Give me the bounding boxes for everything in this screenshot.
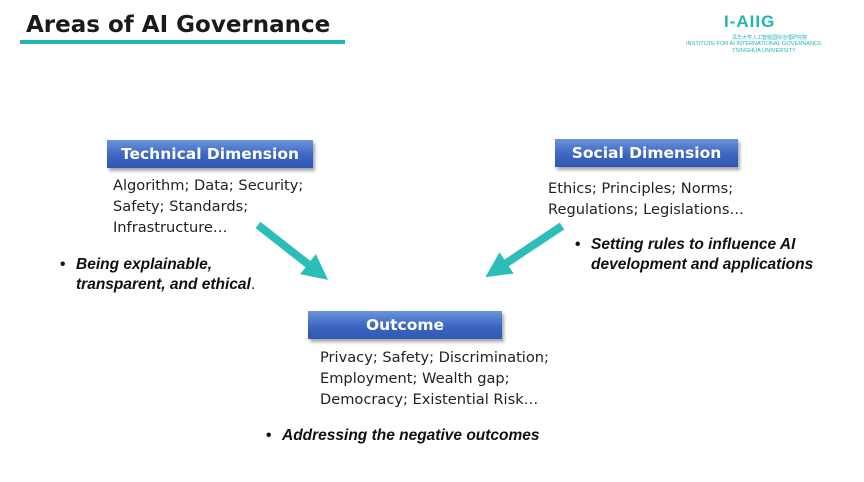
social-item: Regulations; Legislations… xyxy=(548,201,745,218)
title-underline xyxy=(20,40,345,44)
technical-item: Algorithm; Data; Security; xyxy=(113,177,304,194)
social-item: Ethics; Principles; Norms; xyxy=(548,180,734,197)
technical-items: Algorithm; Data; Security; Safety; Stand… xyxy=(113,175,303,238)
outcome-item: Privacy; Safety; Discrimination; xyxy=(320,349,549,366)
outcome-item: Democracy; Existential Risk… xyxy=(320,391,539,408)
social-dimension-box: Social Dimension xyxy=(555,139,738,167)
logo-english-name: INSTITUTE FOR AI INTERNATIONAL GOVERNANC… xyxy=(686,41,822,47)
bullet-dot: • xyxy=(575,236,581,253)
bullet-dot: • xyxy=(266,427,272,444)
social-bullet-line: Setting rules to influence AI xyxy=(591,236,796,253)
technical-bullet: • Being explainable, transparent, and et… xyxy=(60,255,256,295)
outcome-items: Privacy; Safety; Discrimination; Employm… xyxy=(320,347,549,410)
technical-bullet-line: Being explainable, xyxy=(76,256,213,273)
arrow-social-to-outcome xyxy=(485,222,565,278)
outcome-bullet: • Addressing the negative outcomes xyxy=(266,426,540,446)
outcome-bullet-line: Addressing the negative outcomes xyxy=(282,427,540,444)
logo-university-name: TSINGHUA UNIVERSITY xyxy=(732,48,796,54)
outcome-item: Employment; Wealth gap; xyxy=(320,370,510,387)
logo-chinese-name: 清华大学人工智能国际治理研究院 xyxy=(732,35,808,41)
slide-title: Areas of AI Governance xyxy=(26,12,331,38)
social-bullet-line: development and applications xyxy=(591,256,814,273)
i-aiig-logo: I-AIIG 清华大学人工智能国际治理研究院 INSTITUTE FOR AI … xyxy=(686,12,848,58)
bullet-dot: • xyxy=(60,256,66,273)
technical-dimension-box: Technical Dimension xyxy=(107,140,313,168)
arrow-technical-to-outcome xyxy=(255,221,329,280)
technical-bullet-line: transparent, and ethical xyxy=(76,276,251,293)
logo-mark: I-AIIG xyxy=(724,12,776,31)
technical-bullet-period: . xyxy=(250,276,256,293)
technical-item: Safety; Standards; xyxy=(113,198,249,215)
outcome-box: Outcome xyxy=(308,311,502,339)
social-items: Ethics; Principles; Norms; Regulations; … xyxy=(548,178,744,220)
technical-item: Infrastructure… xyxy=(113,219,228,236)
social-bullet: • Setting rules to influence AI developm… xyxy=(575,235,814,275)
